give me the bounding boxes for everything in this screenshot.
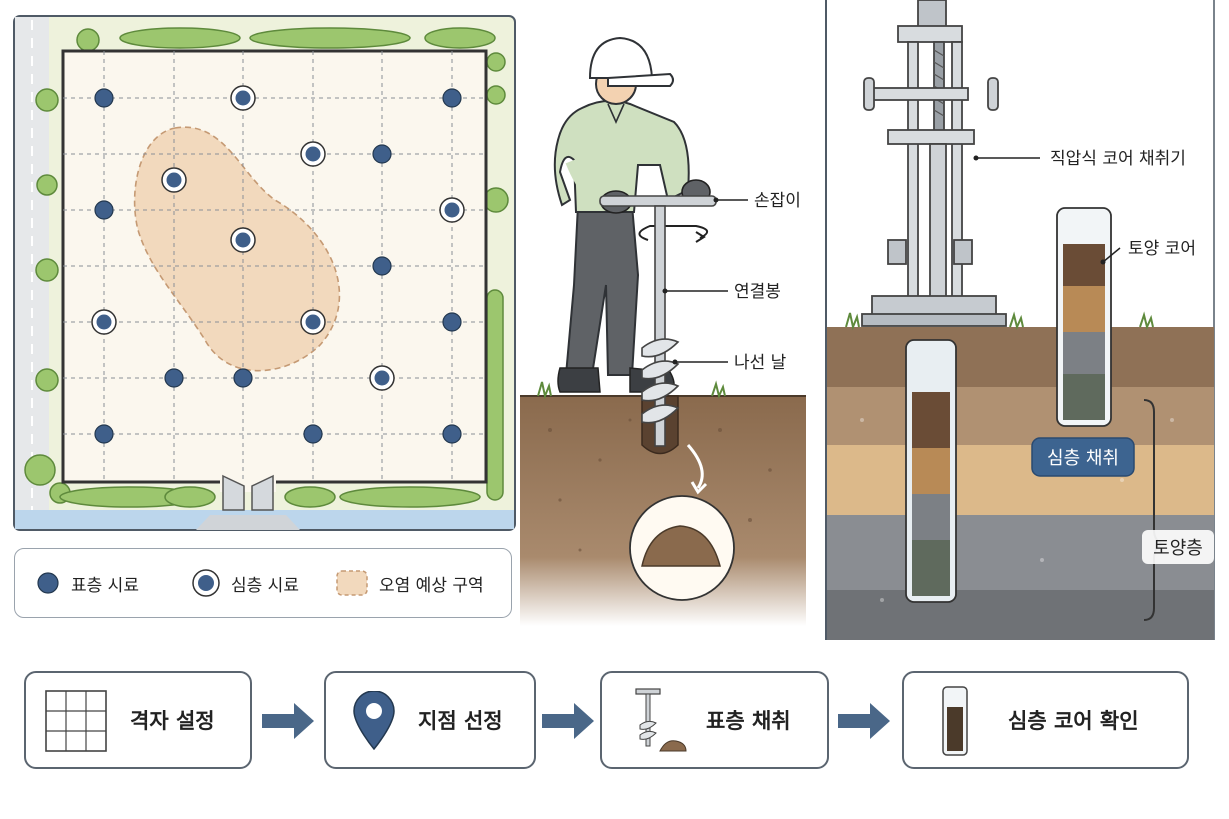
deep-sample-point	[91, 309, 117, 335]
auger-handle-label: 손잡이	[754, 191, 801, 211]
core-tube-in-ground	[905, 339, 957, 603]
surface-sample-point	[94, 200, 114, 220]
deep-sample-points	[91, 85, 465, 391]
step-grid-setup-label: 격자 설정	[130, 709, 215, 733]
map-pin-icon	[353, 691, 395, 751]
step-deep-core-check: 심층 코어 확인	[902, 671, 1189, 769]
legend-contamination-zone-label: 오염 예상 구역	[379, 575, 484, 596]
hedge-right	[483, 52, 509, 501]
surface-sample-point	[233, 368, 253, 388]
deep-sample-icon	[192, 569, 220, 597]
surface-sample-point	[94, 424, 114, 444]
deep-sampling-badge	[1031, 437, 1135, 477]
surface-sample-point	[442, 424, 462, 444]
auger-handle	[599, 195, 717, 207]
deep-sample-point	[369, 365, 395, 391]
contamination-zone-icon	[336, 570, 368, 596]
surface-sample-point	[303, 424, 323, 444]
surface-sample-point	[442, 88, 462, 108]
core-sampler-machine	[861, 0, 1007, 327]
step-surface-sampling: 표층 채취	[600, 671, 829, 769]
surface-sample-icon	[37, 572, 59, 594]
site-gate	[196, 474, 300, 530]
legend-deep-sample-label: 심층 시료	[231, 575, 299, 596]
hedge-left	[24, 88, 71, 504]
extracted-soil-sample	[629, 495, 735, 601]
surface-sample-point	[94, 88, 114, 108]
deep-sample-point	[230, 85, 256, 111]
deep-sample-point	[300, 141, 326, 167]
deep-sample-point	[439, 197, 465, 223]
surface-sample-point	[442, 312, 462, 332]
legend-contamination-zone: 오염 예상 구역	[335, 549, 484, 617]
grid-icon	[45, 690, 107, 752]
legend-deep-sample: 심층 시료	[191, 549, 299, 617]
step-arrow-1	[262, 703, 314, 739]
legend-surface-sample: 표층 시료	[35, 549, 139, 617]
hard-hat	[588, 36, 654, 79]
step-arrow-3	[838, 703, 890, 739]
step-grid-setup: 격자 설정	[24, 671, 252, 769]
step-arrow-2	[542, 703, 594, 739]
deep-sample-point	[230, 227, 256, 253]
auger-spiral-blade	[641, 338, 680, 424]
sampling-grid	[63, 51, 486, 482]
soil-layers	[827, 327, 1214, 640]
auger-rod	[654, 205, 666, 447]
step-surface-sampling-label: 표층 채취	[706, 709, 791, 733]
deep-sampling-label: 심층 채취	[1047, 448, 1119, 469]
step-deep-core-check-label: 심층 코어 확인	[1008, 709, 1139, 733]
auger-icon	[635, 688, 687, 752]
soil-layers-label: 토양층	[1153, 538, 1203, 559]
surface-sample-point	[372, 256, 392, 276]
surface-sample-points	[94, 88, 462, 444]
deep-sample-point	[161, 167, 187, 193]
soil-core-sample	[1056, 207, 1112, 427]
auger-rod-label: 연결봉	[734, 282, 781, 302]
deep-sample-point	[300, 309, 326, 335]
step-point-selection: 지점 선정	[324, 671, 536, 769]
hedge-bottom	[59, 486, 481, 508]
auger-spiral-blade-label: 나선 날	[734, 353, 787, 373]
soil-core-label: 토양 코어	[1128, 239, 1196, 259]
hand-auger-illustration: 손잡이 연결봉 나선 날	[520, 36, 806, 626]
map-legend: 표층 시료 심층 시료 오염 예상 구역	[14, 548, 512, 618]
core-sampler-label: 직압식 코어 채취기	[1050, 149, 1186, 169]
core-tube-icon	[942, 686, 968, 756]
step-point-selection-label: 지점 선정	[418, 709, 503, 733]
legend-surface-sample-label: 표층 시료	[71, 575, 139, 596]
core-sampler-illustration: 직압식 코어 채취기 토양 코어 심층 채취 토양층	[825, 0, 1215, 640]
surface-sample-point	[372, 144, 392, 164]
site-map	[13, 15, 516, 531]
surface-sample-point	[164, 368, 184, 388]
